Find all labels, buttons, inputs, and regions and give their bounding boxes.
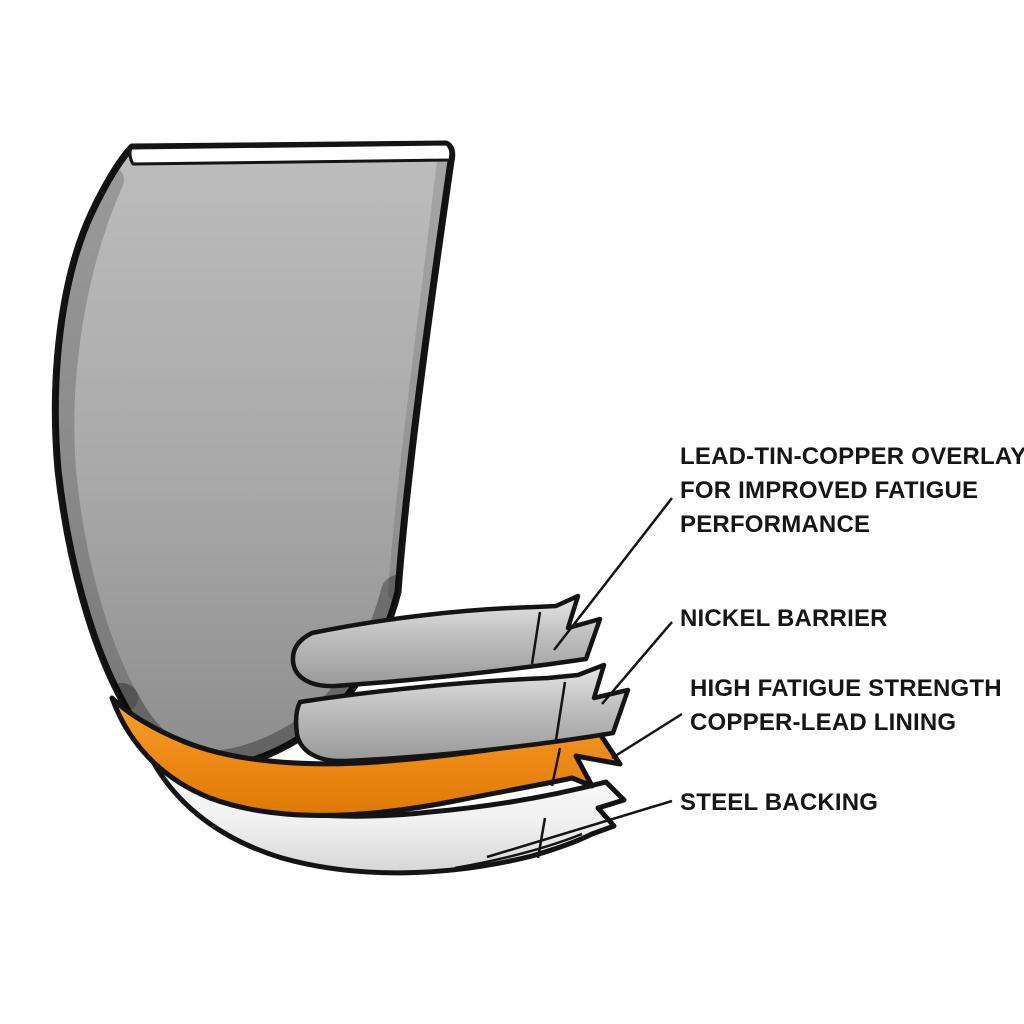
label-lead-tin-copper-overlay: LEAD-TIN-COPPER OVERLAY FOR IMPROVED FAT…: [680, 440, 1024, 542]
overlay-layer-step: [290, 593, 603, 689]
label-line: HIGH FATIGUE STRENGTH: [690, 675, 1002, 702]
leader-line-copper-lead: [611, 712, 683, 760]
shell-right-shadow: [388, 144, 452, 602]
label-copper-lead-lining: HIGH FATIGUE STRENGTH COPPER-LEAD LINING: [690, 672, 1002, 740]
leader-line-steel: [486, 799, 673, 859]
shell-top-edge-highlight: [128, 142, 453, 166]
overlay-crack-line: [530, 611, 542, 665]
label-steel-backing: STEEL BACKING: [680, 786, 878, 820]
label-line: LEAD-TIN-COPPER OVERLAY: [680, 443, 1024, 470]
label-line: NICKEL BARRIER: [680, 605, 888, 632]
label-line: FOR IMPROVED FATIGUE: [680, 477, 979, 504]
leader-line-nickel: [601, 621, 673, 705]
steel-crack-line: [536, 817, 547, 859]
steel-seam-line: [454, 832, 583, 870]
label-line: STEEL BACKING: [680, 789, 879, 816]
shell-left-shadow: [55, 166, 138, 712]
nickel-crack-line: [554, 681, 567, 741]
leader-line-overlay: [553, 497, 673, 651]
label-line: PERFORMANCE: [680, 511, 871, 538]
copper-lead-lining-layer: [109, 695, 623, 819]
label-nickel-barrier: NICKEL BARRIER: [680, 602, 888, 636]
label-line: COPPER-LEAD LINING: [690, 709, 957, 736]
copper-lead-crack-line: [550, 747, 562, 787]
nickel-barrier-step: [293, 662, 631, 764]
